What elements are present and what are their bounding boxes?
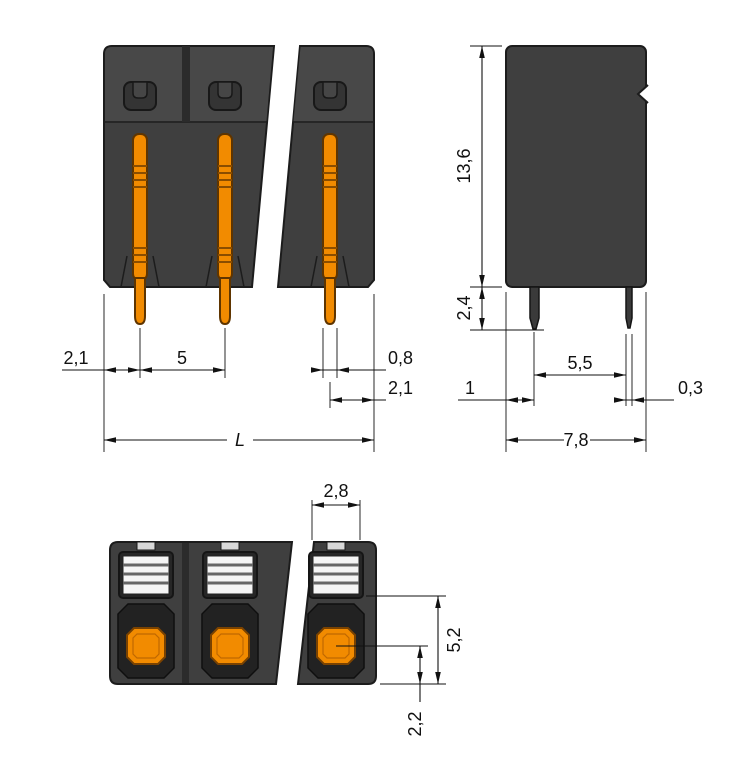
side-notch-edges: [636, 84, 649, 104]
actuator-ribs: [313, 563, 359, 585]
front-section-groove: [182, 46, 190, 122]
latch-tab: [132, 81, 148, 99]
actuator-ribs: [207, 563, 253, 585]
dim-housing-height: 13,6: [454, 148, 474, 183]
wire-entry-inner-edge: [216, 633, 244, 659]
latch-top-tab: [136, 541, 156, 551]
contact-slot: [132, 133, 148, 281]
pin-boss-lines: [120, 255, 350, 288]
latch-tab: [217, 81, 233, 99]
dim-pin-thickness: 0,3: [678, 378, 703, 398]
solder-pin: [134, 277, 146, 326]
contact-ridges: [323, 165, 337, 263]
dim-pusher-width: 2,8: [323, 481, 348, 501]
solder-pin: [324, 277, 336, 326]
contact-ridges: [218, 165, 232, 263]
extension-lines: [103, 294, 375, 452]
dim-pin-spacing: 5,5: [567, 353, 592, 373]
actuator-ribs: [123, 563, 169, 585]
side-view-dimensions: 13,6 2,4 5,5 1 0,3 7,8: [454, 45, 703, 452]
solder-pin: [219, 277, 231, 326]
dim-housing-depth: 7,8: [563, 430, 588, 450]
dimension-lines: [62, 369, 386, 441]
latch-tab: [322, 81, 338, 99]
contact-slot: [217, 133, 233, 281]
top-view-dimensions: 2,8 5,2 2,2: [311, 481, 464, 737]
dim-edge-to-pin-side: 1: [465, 378, 475, 398]
dim-clamp-height: 5,2: [444, 627, 464, 652]
wire-entry-port: [210, 627, 250, 665]
contact-ridges: [133, 165, 147, 263]
dim-pin-length: 2,4: [454, 295, 474, 320]
dim-pin-pitch: 5: [177, 348, 187, 368]
side-view: [505, 45, 649, 330]
dim-center-offset: 2,2: [405, 711, 425, 736]
contact-slot: [322, 133, 338, 281]
front-view-dimensions: 2,1 5 0,8 2,1 L: [62, 294, 413, 452]
extension-lines: [470, 45, 647, 452]
top-view: [109, 541, 377, 685]
side-pin-left: [529, 286, 540, 330]
front-view: [103, 45, 375, 326]
wire-entry-port: [126, 627, 166, 665]
wire-entry-inner-edge: [322, 633, 350, 659]
side-pin-right: [625, 286, 633, 329]
top-section-groove: [182, 543, 189, 683]
dim-pin-width: 0,8: [388, 348, 413, 368]
latch-top-tab: [326, 541, 346, 551]
dim-edge-to-pin-left: 2,1: [63, 348, 88, 368]
wire-entry-inner-edge: [132, 633, 160, 659]
dim-total-length: L: [235, 430, 245, 450]
side-notch: [638, 85, 648, 103]
side-housing: [505, 45, 647, 288]
extension-lines: [311, 500, 446, 685]
latch-top-tab: [220, 541, 240, 551]
dim-edge-to-pin-right: 2,1: [388, 378, 413, 398]
